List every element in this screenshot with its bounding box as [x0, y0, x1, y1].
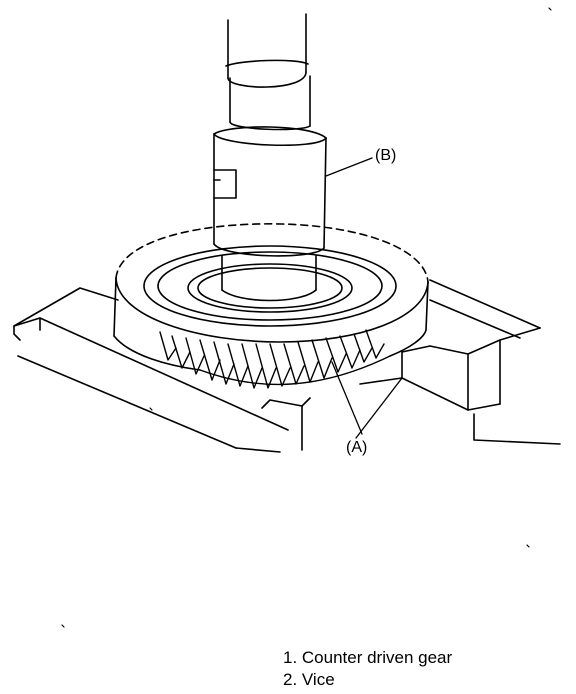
vice-right-jaw	[359, 279, 561, 445]
legend-item-vice: 2. Vice	[283, 670, 335, 689]
shaft	[213, 13, 327, 302]
leader-lines	[325, 157, 403, 439]
vice-left-jaw	[13, 287, 311, 453]
scan-marks	[61, 7, 552, 628]
legend: 1. Counter driven gear 2. Vice	[283, 647, 452, 691]
callout-a-label: (A)	[346, 439, 368, 456]
legend-item-counter-driven-gear: 1. Counter driven gear	[283, 648, 453, 667]
counter-driven-gear	[113, 223, 429, 389]
gear-teeth	[159, 329, 391, 389]
callout-b-label: (B)	[375, 147, 397, 164]
